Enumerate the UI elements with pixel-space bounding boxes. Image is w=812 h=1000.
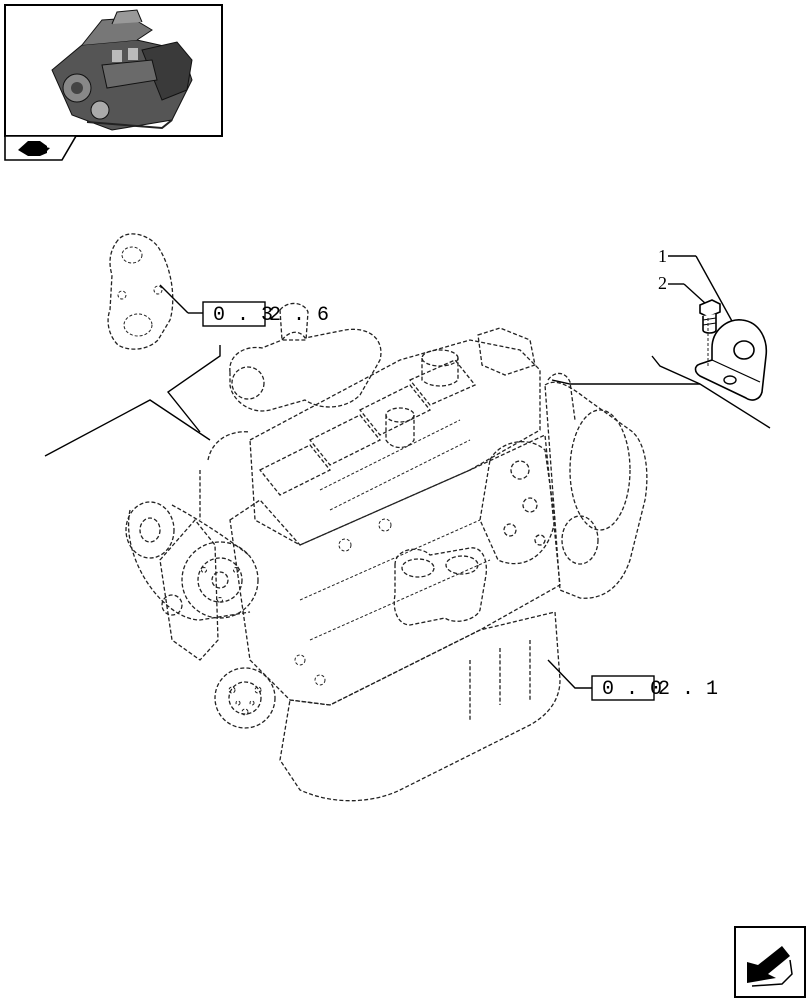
leader-line (695, 255, 739, 333)
callout-number-2: 2 (658, 273, 667, 293)
reference-tail-text: 2 . 1 (658, 678, 718, 701)
leader-line (547, 659, 592, 689)
callout-number-1: 1 (658, 246, 667, 266)
catalog-book-icon[interactable] (4, 135, 78, 161)
leader-line (44, 399, 211, 457)
reference-tail-text: 2 . 6 (269, 304, 329, 327)
gasket-outline (107, 233, 174, 350)
reference-box-0-0-2-1[interactable]: 0 . 0 2 . 1 (591, 675, 718, 701)
leader-line (683, 283, 707, 305)
leader-line (551, 379, 700, 385)
leader-line (166, 345, 221, 433)
next-page-arrow-icon[interactable] (734, 926, 806, 998)
reference-box-0-3-2-6[interactable]: 0 . 3 2 . 6 (202, 301, 329, 327)
leader-line (159, 284, 189, 314)
engine-outline (125, 302, 648, 802)
reference-boxed-text: 0 . 3 (213, 304, 273, 327)
lifting-bracket-part-icon (694, 318, 768, 401)
bolt-part-icon (699, 299, 721, 334)
leader-line (651, 355, 771, 429)
engine-thumbnail-icon[interactable] (4, 4, 223, 137)
reference-boxed-text: 0 . 0 (602, 678, 662, 701)
